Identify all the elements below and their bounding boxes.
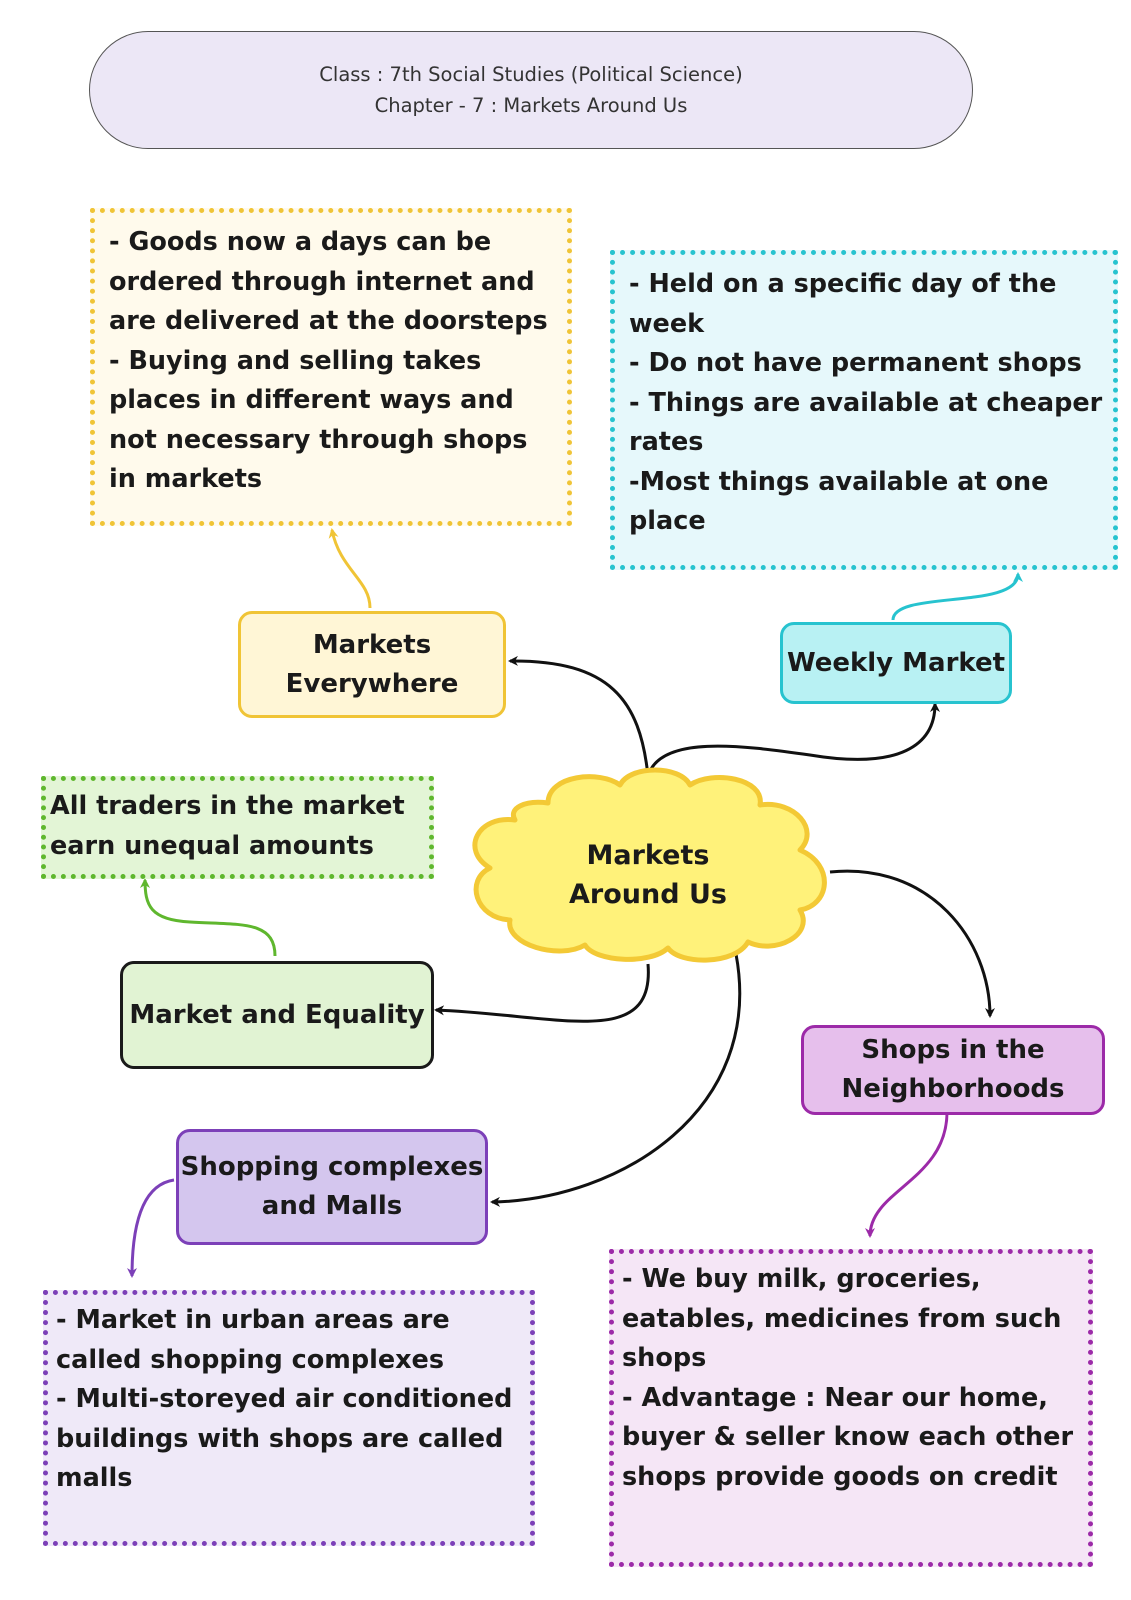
topic-markets-everywhere: Markets Everywhere [238, 611, 506, 718]
note-shopping-malls: - Market in urban areas are called shopp… [43, 1290, 535, 1546]
chapter-header: Class : 7th Social Studies (Political Sc… [89, 31, 973, 149]
topic-label-line2: and Malls [261, 1191, 403, 1221]
note-line: - Things are available at cheaper [629, 387, 1103, 418]
note-line: rates [629, 427, 704, 457]
note-weekly-market: - Held on a specific day of the week - D… [610, 250, 1118, 570]
header-class-line: Class : 7th Social Studies (Political Sc… [319, 63, 743, 86]
central-topic-line2: Around Us [569, 879, 727, 910]
link-center-shopping-malls [490, 953, 742, 1207]
note-line: shops [622, 1343, 707, 1373]
note-line: malls [56, 1463, 133, 1493]
note-line: not necessary through shops [109, 424, 528, 455]
link-weekly-market-note [891, 572, 1023, 621]
topic-label: Weekly Market [786, 647, 1006, 678]
topic-label-line2: Neighborhoods [841, 1074, 1065, 1104]
note-markets-everywhere: - Goods now a days can be ordered throug… [90, 208, 572, 526]
topic-shops-neighborhoods: Shops in the Neighborhoods [801, 1025, 1105, 1115]
note-line: place [629, 506, 706, 536]
topic-label: Market and Equality [129, 999, 425, 1030]
note-line: - Goods now a days can be [109, 227, 492, 257]
note-line: - Do not have permanent shops [629, 348, 1082, 378]
note-line: - We buy milk, groceries, [622, 1264, 981, 1294]
note-line: - Held on a specific day of the [629, 269, 1057, 299]
note-line: buyer & seller know each other [622, 1422, 1074, 1452]
topic-label-line1: Shops in the [861, 1035, 1045, 1065]
note-line: - Multi-storeyed air conditioned [56, 1384, 513, 1414]
note-line: ordered through internet and [109, 266, 535, 297]
link-markets-everywhere-note [328, 528, 372, 609]
note-line: week [629, 308, 705, 339]
note-line: All traders in the market [50, 791, 405, 821]
central-topic: Markets Around Us [548, 828, 748, 922]
note-line: - Buying and selling takes [109, 345, 482, 376]
note-line: eatables, medicines from such [622, 1303, 1062, 1334]
link-shops-neighborhoods-note [865, 1111, 949, 1238]
note-line: - Advantage : Near our home, [622, 1382, 1048, 1413]
note-line: -Most things available at one [629, 466, 1049, 497]
note-line: in markets [109, 464, 263, 494]
note-line: are delivered at the doorsteps [109, 306, 548, 336]
link-center-weekly-market [646, 702, 940, 777]
note-market-equality: All traders in the market earn unequal a… [41, 776, 434, 879]
link-center-markets-everywhere [508, 655, 650, 777]
note-line: called shopping complexes [56, 1344, 445, 1375]
topic-label-line1: Shopping complexes [180, 1152, 484, 1182]
topic-shopping-malls: Shopping complexes and Malls [176, 1129, 488, 1245]
link-shopping-malls-note [127, 1178, 175, 1278]
note-line: earn unequal amounts [50, 830, 374, 861]
note-line: - Market in urban areas are [56, 1305, 450, 1335]
note-shops-neighborhoods: - We buy milk, groceries, eatables, medi… [609, 1249, 1093, 1567]
note-line: buildings with shops are called [56, 1423, 504, 1454]
link-market-equality-note [140, 878, 277, 957]
note-line: shops provide goods on credit [622, 1461, 1058, 1492]
central-topic-line1: Markets [586, 840, 710, 871]
topic-market-equality: Market and Equality [120, 961, 434, 1069]
topic-label-line2: Everywhere [285, 668, 459, 699]
topic-label-line1: Markets [312, 629, 432, 660]
header-chapter-line: Chapter - 7 : Markets Around Us [374, 94, 688, 117]
topic-weekly-market: Weekly Market [780, 622, 1012, 704]
center-cloud-shape [472, 767, 827, 963]
note-line: places in different ways and [109, 385, 514, 415]
link-center-shops-neighborhoods [829, 869, 995, 1018]
link-center-market-equality [434, 963, 650, 1023]
